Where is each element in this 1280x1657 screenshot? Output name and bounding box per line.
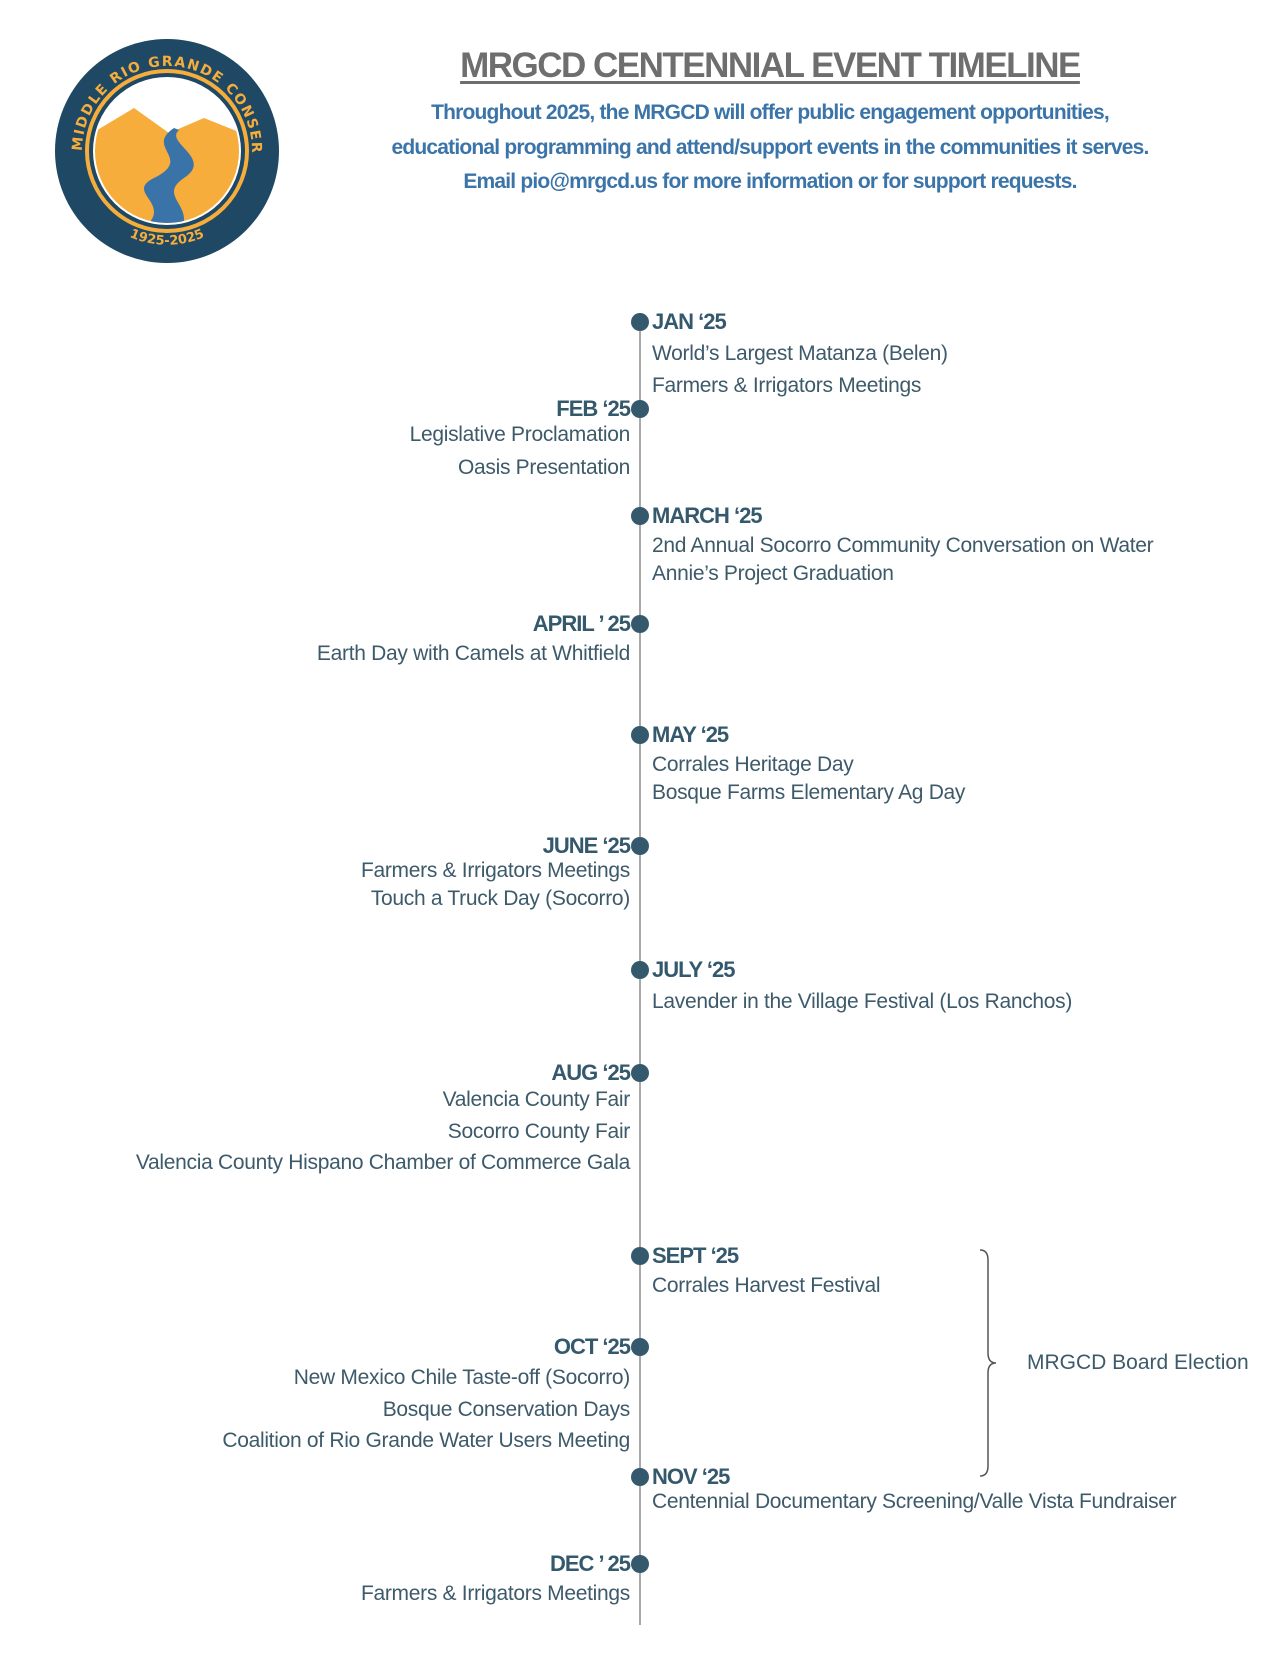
event-item: Annie’s Project Graduation bbox=[652, 562, 894, 585]
event-item: Socorro County Fair bbox=[447, 1120, 631, 1143]
event-item: Oasis Presentation bbox=[457, 456, 630, 479]
month-label: FEB ‘25 bbox=[556, 396, 631, 421]
month-label: OCT ‘25 bbox=[553, 1334, 631, 1359]
timeline-dot bbox=[631, 400, 649, 418]
month-label: MAY ‘25 bbox=[652, 722, 729, 747]
event-item: Farmers & Irrigators Meetings bbox=[360, 859, 630, 882]
timeline-dot bbox=[631, 726, 649, 744]
month-label: JULY ‘25 bbox=[652, 957, 736, 982]
event-item: World’s Largest Matanza (Belen) bbox=[652, 342, 948, 365]
month-label: JUNE ‘25 bbox=[542, 833, 631, 858]
month-label: DEC ’ 25 bbox=[549, 1551, 631, 1576]
timeline-dot bbox=[631, 1468, 649, 1486]
event-item: Legislative Proclamation bbox=[409, 423, 631, 446]
month-label: MARCH ‘25 bbox=[652, 503, 763, 528]
mrgcd-logo: MIDDLE RIO GRANDE CONSERVANCY DISTRICT 1… bbox=[54, 38, 279, 263]
event-item: Lavender in the Village Festival (Los Ra… bbox=[652, 990, 1073, 1013]
event-item: Bosque Conservation Days bbox=[382, 1398, 631, 1421]
event-item: Valencia County Fair bbox=[442, 1088, 631, 1111]
event-item: Earth Day with Camels at Whitfield bbox=[316, 642, 630, 665]
bracket-brace bbox=[979, 1249, 997, 1477]
board-election-note: MRGCD Board Election bbox=[1027, 1351, 1249, 1374]
month-label: JAN ‘25 bbox=[652, 309, 727, 334]
timeline-dot bbox=[631, 961, 649, 979]
event-item: Corrales Harvest Festival bbox=[652, 1274, 881, 1297]
event-item: Farmers & Irrigators Meetings bbox=[652, 374, 922, 397]
event-item: 2nd Annual Socorro Community Conversatio… bbox=[652, 534, 1154, 557]
page-title: MRGCD CENTENNIAL EVENT TIMELINE bbox=[460, 46, 1081, 85]
timeline-dot bbox=[631, 507, 649, 525]
timeline-dot bbox=[631, 615, 649, 633]
event-item: Bosque Farms Elementary Ag Day bbox=[652, 781, 966, 804]
timeline-dot bbox=[631, 1247, 649, 1265]
subtitle-line-2: educational programming and attend/suppo… bbox=[391, 136, 1149, 159]
event-item: Touch a Truck Day (Socorro) bbox=[370, 887, 630, 910]
timeline-dot bbox=[631, 1555, 649, 1573]
event-item: Farmers & Irrigators Meetings bbox=[360, 1582, 630, 1605]
timeline-dot bbox=[631, 1338, 649, 1356]
timeline-dot bbox=[631, 1064, 649, 1082]
month-label: SEPT ‘25 bbox=[652, 1243, 739, 1268]
event-item: New Mexico Chile Taste-off (Socorro) bbox=[293, 1366, 631, 1389]
event-item: Valencia County Hispano Chamber of Comme… bbox=[135, 1151, 630, 1174]
event-item: Corrales Heritage Day bbox=[652, 753, 854, 776]
month-label: AUG ‘25 bbox=[551, 1060, 631, 1085]
timeline-dot bbox=[631, 313, 649, 331]
event-item: Coalition of Rio Grande Water Users Meet… bbox=[222, 1429, 630, 1452]
subtitle-line-3: Email pio@mrgcd.us for more information … bbox=[463, 170, 1077, 193]
timeline-dot bbox=[631, 837, 649, 855]
month-label: NOV ‘25 bbox=[652, 1464, 730, 1489]
event-item: Centennial Documentary Screening/Valle V… bbox=[652, 1490, 1177, 1513]
month-label: APRIL ’ 25 bbox=[532, 611, 631, 636]
svg-text:1925-2025: 1925-2025 bbox=[128, 227, 207, 249]
logo-years: 1925-2025 bbox=[128, 227, 207, 249]
subtitle-line-1: Throughout 2025, the MRGCD will offer pu… bbox=[431, 101, 1110, 124]
